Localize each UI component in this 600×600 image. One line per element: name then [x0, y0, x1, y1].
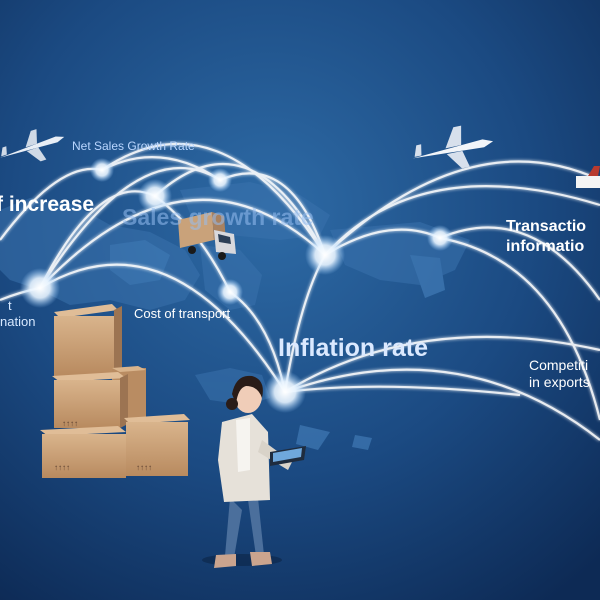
- leg: [248, 498, 264, 556]
- airplane-icon: [412, 125, 494, 169]
- box-bottom-left: [40, 426, 126, 478]
- label-competition-line1: Competiti: [529, 357, 589, 373]
- airplane-icon: [0, 129, 65, 162]
- label-competition-line2: in exports: [529, 374, 590, 390]
- box-marking: ↑↑↑↑: [136, 463, 152, 472]
- label-transaction-information-line2: informatio: [506, 238, 585, 255]
- truck-icon: [178, 212, 236, 260]
- label-sales-growth-rate: Sales growth rate: [122, 204, 314, 230]
- hair: [232, 375, 263, 404]
- label-rate-of-increase: f increase: [0, 193, 95, 216]
- label-inflation-rate: Inflation rate: [278, 334, 429, 362]
- network-node: [138, 179, 172, 213]
- box-marking: ↑↑↑↑: [54, 463, 70, 472]
- airplane-icon: [576, 166, 600, 188]
- network-node: [305, 235, 345, 275]
- network-node: [217, 279, 243, 305]
- box-top: [54, 304, 122, 376]
- network-node: [208, 168, 232, 192]
- box-marking: ↑↑↑↑: [62, 419, 78, 428]
- box-middle: [52, 372, 128, 428]
- label-market-information-line2: nation: [0, 314, 36, 329]
- network-node: [20, 268, 60, 308]
- businesswoman: [202, 375, 306, 568]
- network-node: [264, 371, 306, 413]
- cardboard-boxes: ↑↑↑↑ ↑↑↑↑ ↑↑↑↑: [40, 304, 190, 478]
- label-cost-of-transport: Cost of transport: [134, 306, 231, 321]
- network-nodes: [20, 158, 453, 413]
- box-bottom-right: [124, 414, 190, 476]
- network-node: [90, 158, 114, 182]
- label-market-information-line1: t: [8, 298, 12, 313]
- leg: [225, 498, 242, 558]
- label-transaction-information-line1: Transactio: [506, 218, 587, 235]
- network-node: [427, 225, 453, 251]
- label-net-sales-growth-rate: Net Sales Growth Rate: [72, 139, 195, 153]
